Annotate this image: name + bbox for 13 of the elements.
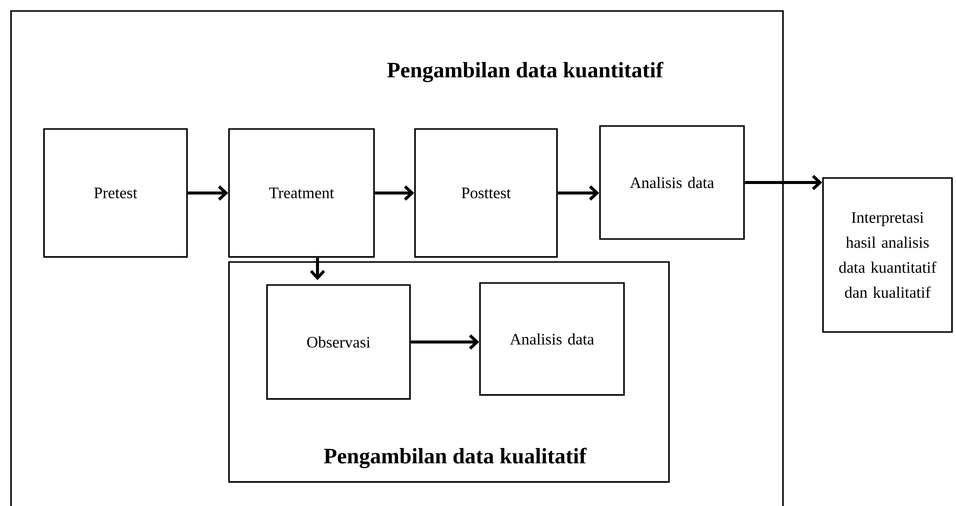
process-box: Treatment xyxy=(228,128,375,258)
arrow xyxy=(558,185,600,201)
process-box: Observasi xyxy=(266,284,411,400)
process-box: Interpretasi hasil analisis data kuantitatif dan kualitatif xyxy=(822,177,953,333)
arrow xyxy=(744,174,822,190)
arrow xyxy=(188,185,228,201)
arrow xyxy=(310,258,326,280)
process-box: Analisis data xyxy=(479,282,625,396)
process-box: Analisis data xyxy=(599,125,745,240)
arrow xyxy=(374,185,414,201)
process-box: Posttest xyxy=(414,128,558,258)
process-box: Pretest xyxy=(43,128,188,258)
arrow xyxy=(410,334,480,350)
